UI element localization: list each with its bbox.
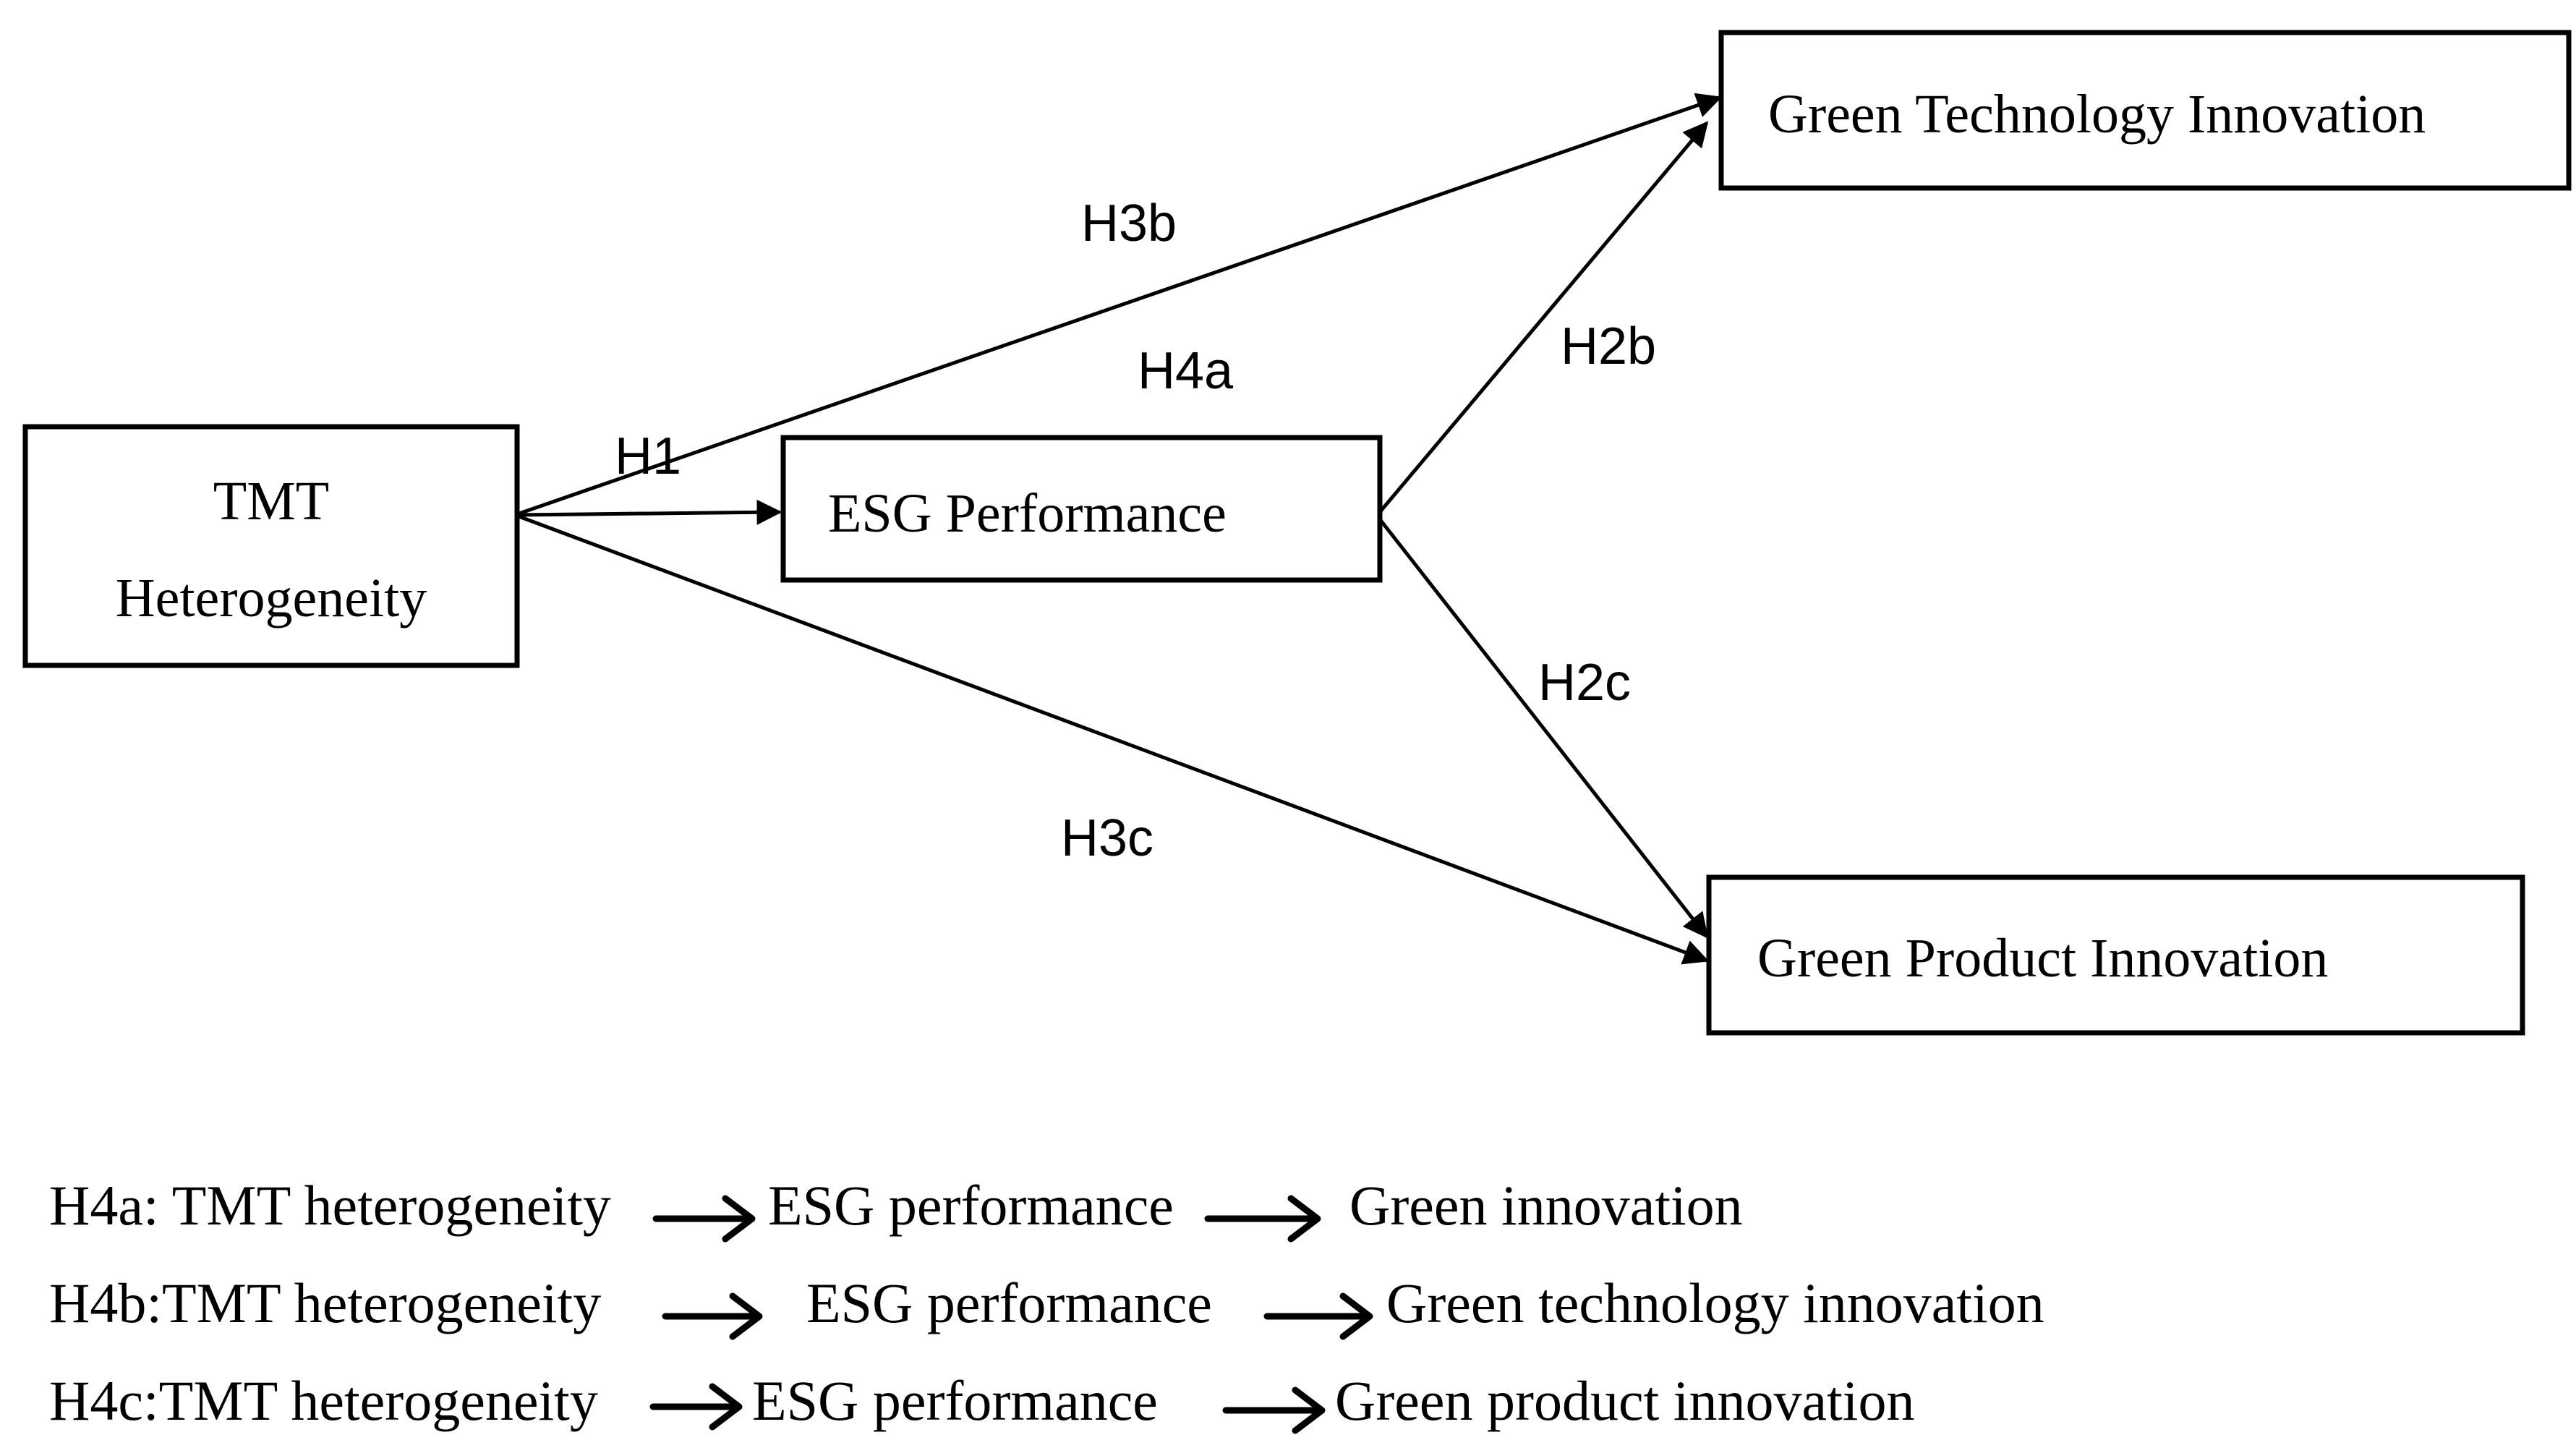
edge-label-h3b: H3b: [1081, 195, 1177, 252]
edge-label-h2c: H2c: [1538, 654, 1631, 712]
svg-text:TMT: TMT: [213, 471, 329, 532]
edge-h3b: [514, 93, 1723, 517]
edge-label-h3c: H3c: [1061, 809, 1153, 867]
legend-arrow-icon: [1222, 1386, 1326, 1434]
edge-h1: [514, 499, 782, 525]
legend-h4a-id: H4a: TMT heterogeneity: [49, 1174, 611, 1237]
node-tmt-label-line-1: TMT: [213, 471, 329, 532]
node-gti-label: Green Technology Innovation: [1768, 84, 2426, 145]
legend-h4b-id: H4b:TMT heterogeneity: [49, 1271, 601, 1334]
legend-h4a-outcome: Green innovation: [1349, 1174, 1743, 1237]
edge-h2c: [1378, 518, 1709, 939]
legend-arrow-icon: [652, 1195, 756, 1243]
node-green-product-innovation: Green Product Innovation: [1706, 874, 2525, 1036]
legend-row-h4b: H4b:TMT heterogeneity ESG performance Gr…: [49, 1271, 2044, 1340]
edge-label-h1: H1: [615, 427, 681, 485]
legend-h4a-mediator: ESG performance: [768, 1174, 1174, 1237]
legend-row-h4c: H4c:TMT heterogeneity ESG performance Gr…: [49, 1369, 1914, 1434]
edge-h3c: [514, 513, 1710, 965]
legend-h4b-outcome: Green technology innovation: [1386, 1271, 2044, 1334]
edge-h2b: [1378, 121, 1709, 514]
legend-row-h4a: H4a: TMT heterogeneity ESG performance G…: [49, 1174, 1743, 1243]
edge-label-h4a: H4a: [1138, 342, 1234, 400]
legend-arrow-icon: [1263, 1292, 1373, 1340]
legend-arrow-icon: [649, 1383, 743, 1431]
svg-text:Heterogeneity: Heterogeneity: [116, 568, 427, 629]
legend-h4c-outcome: Green product innovation: [1335, 1369, 1914, 1432]
node-tmt-label-line-2: Heterogeneity: [116, 568, 427, 629]
edge-label-h2b: H2b: [1561, 318, 1656, 375]
node-green-technology-innovation: Green Technology Innovation: [1718, 30, 2572, 191]
node-gpi-label: Green Product Innovation: [1757, 928, 2328, 989]
legend-h4c-id: H4c:TMT heterogeneity: [49, 1369, 598, 1432]
legend-arrow-icon: [662, 1292, 763, 1340]
node-esg-label: ESG Performance: [828, 483, 1227, 544]
legend-h4c-mediator: ESG performance: [752, 1369, 1158, 1432]
node-tmt-heterogeneity: TMT Heterogeneity: [22, 424, 520, 668]
legend: H4a: TMT heterogeneity ESG performance G…: [49, 1174, 2044, 1434]
node-esg-performance: ESG Performance: [780, 435, 1383, 583]
legend-h4b-mediator: ESG performance: [806, 1271, 1212, 1334]
legend-arrow-icon: [1204, 1195, 1321, 1243]
